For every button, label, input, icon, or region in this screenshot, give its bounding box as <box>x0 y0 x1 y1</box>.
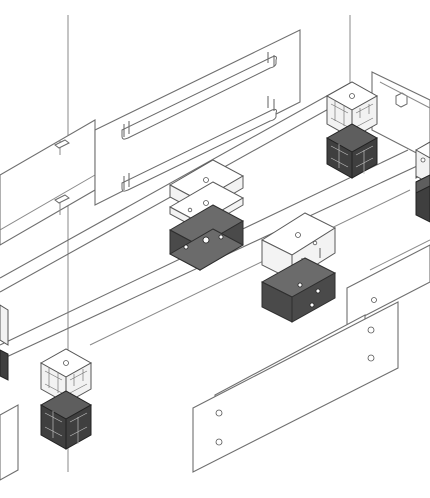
mounting-bracket-lower-dark <box>260 257 337 323</box>
corner-block-back-light <box>325 81 379 139</box>
corner-block-front-dark <box>39 390 93 450</box>
mounting-bracket-upper-dark <box>168 204 245 271</box>
corner-block-front-light <box>39 348 93 404</box>
back-panel <box>94 29 301 206</box>
corner-block-right-light <box>415 141 430 185</box>
left-side-panel <box>0 119 96 246</box>
corner-block-left-light <box>0 304 9 346</box>
corner-block-right-dark <box>415 174 430 223</box>
front-panel-lower <box>192 301 399 473</box>
front-panel-upper <box>346 239 430 326</box>
corner-block-left-dark <box>0 349 9 381</box>
front-left-panel <box>0 404 19 481</box>
right-back-panel <box>371 71 430 161</box>
corner-block-back-dark <box>325 123 379 179</box>
